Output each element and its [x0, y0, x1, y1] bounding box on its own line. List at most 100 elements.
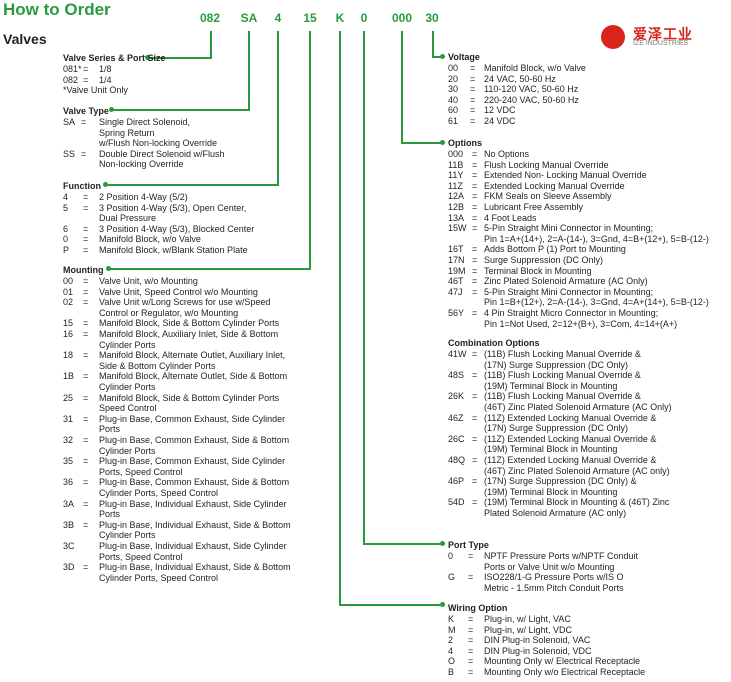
option-code: 35 — [63, 456, 74, 467]
option-description: Adds Bottom P (1) Port to Mounting — [484, 244, 626, 255]
option-description: Plug-in, w/ Light, VDC — [484, 624, 573, 635]
option-description: Cylinder Ports — [99, 381, 156, 392]
option-description: Cylinder Ports — [99, 530, 156, 541]
connector-line — [148, 57, 212, 59]
option-equals: = — [468, 551, 474, 561]
option-code: SS — [63, 148, 76, 159]
connector-line — [339, 31, 341, 606]
company-logo-subtitle: IZE INDUSTRIES — [633, 40, 689, 47]
option-description: Valve Unit, w/o Mounting — [99, 276, 198, 286]
option-description: FKM Seals on Sleeve Assembly — [484, 191, 612, 202]
option-description: Valve Unit, Speed Control w/o Mounting — [99, 286, 258, 297]
option-description: Manifold Block, Alternate Outlet, Auxili… — [99, 350, 286, 361]
option-code: 31 — [63, 413, 74, 424]
option-equals: = — [83, 329, 89, 339]
option-equals: = — [472, 180, 478, 191]
code-voltage: 30 — [425, 11, 439, 25]
option-equals: = — [472, 159, 478, 170]
connector-line — [112, 109, 250, 111]
option-equals: = — [83, 519, 89, 530]
option-equals: = — [472, 349, 478, 359]
option-description: No Options — [484, 149, 530, 159]
option-equals: = — [83, 498, 89, 509]
option-description: Ports — [99, 509, 121, 520]
option-code: 32 — [63, 435, 74, 445]
option-equals: = — [468, 645, 474, 656]
option-code: 40 — [448, 94, 459, 105]
connector-line — [248, 31, 250, 111]
option-code: 26K — [448, 391, 465, 402]
option-code: 12B — [448, 202, 465, 212]
option-description: Plated Solenoid Armature (AC only) — [484, 507, 627, 518]
option-equals: = — [468, 667, 474, 677]
page-title: How to Order — [3, 0, 111, 19]
section-heading: Options — [448, 138, 482, 148]
option-code: 11Y — [448, 170, 464, 181]
option-code: 26C — [448, 433, 465, 444]
option-description: 1/4 — [99, 74, 112, 85]
option-description: Valve Unit w/Long Screws for use w/Speed — [99, 297, 271, 308]
option-code: 2 — [448, 635, 454, 646]
option-code: 02 — [63, 297, 74, 308]
code-options: 000 — [391, 11, 413, 25]
option-description: Plug-in Base, Common Exhaust, Side Cylin… — [99, 456, 286, 467]
option-code: 18 — [63, 350, 74, 361]
company-logo-name: 爱泽工业 — [633, 26, 693, 42]
connector-dot — [145, 55, 150, 60]
option-description: 5-Pin Straight Mini Connector in Mountin… — [484, 286, 654, 297]
option-description: 12 VDC — [484, 105, 516, 116]
option-description: (17N) Surge Suppression (DC Only) & — [484, 476, 637, 487]
option-description: Speed Control — [99, 403, 157, 414]
option-equals: = — [472, 223, 478, 234]
option-equals: = — [468, 614, 474, 624]
option-description: Plug-in Base, Common Exhaust, Side & Bot… — [99, 435, 290, 445]
option-description: (11B) Flush Locking Manual Override & — [484, 349, 641, 359]
connector-line — [309, 31, 311, 270]
option-description: 4 Pin Straight Micro Connector in Mounti… — [484, 308, 659, 318]
option-code: 60 — [448, 105, 459, 116]
option-equals: = — [472, 265, 478, 276]
option-code: G — [448, 572, 456, 583]
option-description: Terminal Block in Mounting — [484, 265, 592, 276]
option-equals: = — [472, 202, 478, 212]
option-code: 5 — [63, 202, 69, 213]
option-code: 082 — [63, 74, 79, 85]
option-equals: = — [472, 433, 478, 444]
option-code: 47J — [448, 286, 463, 297]
option-equals: = — [83, 350, 89, 361]
option-code: 11B — [448, 159, 464, 170]
option-description: Cylinder Ports — [99, 445, 156, 456]
option-description: (11Z) Extended Locking Manual Override & — [484, 412, 657, 423]
option-code: 19M — [448, 265, 466, 276]
connector-dot — [440, 54, 445, 59]
option-description: 2 Position 4-Way (5/2) — [99, 192, 188, 202]
option-equals: = — [472, 476, 478, 487]
code-function: 4 — [274, 11, 282, 25]
option-code: 41W — [448, 349, 467, 359]
option-description: (19M) Terminal Block in Mounting & (46T)… — [484, 497, 670, 508]
option-equals: = — [472, 255, 478, 265]
option-description: DIN Plug-in Solenoid, VAC — [484, 635, 591, 646]
connector-line — [401, 31, 403, 144]
section-heading: Valve Type — [63, 106, 109, 116]
code-mounting: 15 — [303, 11, 317, 25]
connector-line — [339, 604, 442, 606]
option-equals: = — [468, 656, 474, 667]
option-code: 3B — [63, 519, 75, 530]
option-description: Extended Locking Manual Override — [484, 180, 625, 191]
option-description: Cylinder Ports — [99, 339, 156, 350]
option-equals: = — [83, 74, 89, 85]
option-code: 54D — [448, 497, 465, 508]
option-description: Plug-in Base, Individual Exhaust, Side &… — [99, 519, 291, 530]
option-code: 25 — [63, 392, 74, 403]
option-description: Manifold Block, w/o Valve — [99, 234, 201, 245]
option-description: (19M) Terminal Block in Mounting — [484, 380, 618, 391]
option-code: 48Q — [448, 455, 466, 465]
option-code: 081* — [63, 64, 82, 74]
option-equals: = — [83, 234, 89, 245]
section-heading: Port Type — [448, 540, 489, 550]
option-code: 11Z — [448, 180, 463, 191]
option-description: (11B) Flush Locking Manual Override & — [484, 370, 641, 381]
section-heading: Mounting — [63, 265, 104, 275]
footnote: *Valve Unit Only — [63, 85, 128, 96]
